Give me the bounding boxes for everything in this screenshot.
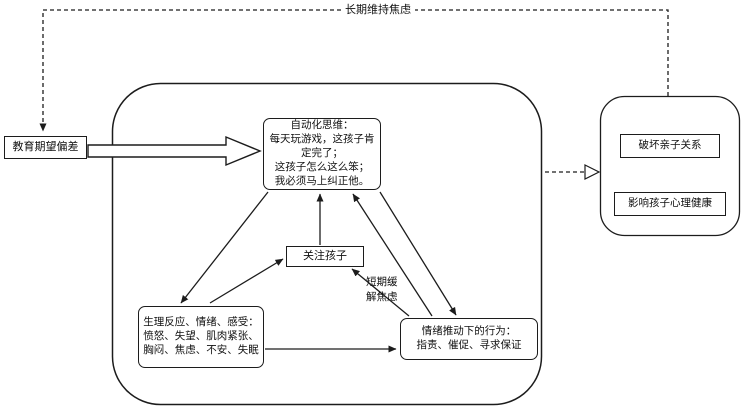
- focus-on-child-box: 关注孩子: [286, 246, 364, 267]
- education-expectation-box: 教育期望偏差: [4, 136, 87, 159]
- cycle-container: [111, 82, 543, 406]
- arrow-physiological-to-focus: [209, 258, 284, 304]
- arrow-behavior-to-focus: [351, 268, 410, 317]
- arrow-thoughts-to-physiological: [180, 191, 269, 304]
- arrow-behavior-to-thoughts: [352, 193, 433, 317]
- affect-mental-health-box: 影响孩子心理健康: [614, 192, 726, 216]
- automatic-thoughts-box: 自动化思维： 每天玩游戏，这孩子肯 定完了； 这孩子怎么这么笨； 我必须马上纠正…: [263, 118, 381, 190]
- physiological-reaction-box: 生理反应、情绪、感受： 愤怒、失望、肌肉紧张、 胸闷、焦虑、不安、失眠: [138, 306, 264, 368]
- long-term-anxiety-label: 长期维持焦虑: [341, 2, 415, 18]
- emotion-driven-behavior-box: 情绪推动下的行为： 指责、催促、寻求保证: [400, 318, 538, 360]
- arrow-cycle-to-consequences-head: [584, 164, 601, 180]
- arrow-long-term-loop: [39, 9, 669, 132]
- damage-relationship-box: 破坏亲子关系: [620, 134, 720, 158]
- short-term-relief-label: 短期缓 解焦虑: [366, 276, 398, 304]
- consequences-container: [599, 95, 741, 237]
- arrow-expectation-to-thoughts: [87, 135, 262, 167]
- arrow-thoughts-to-behavior: [379, 191, 457, 316]
